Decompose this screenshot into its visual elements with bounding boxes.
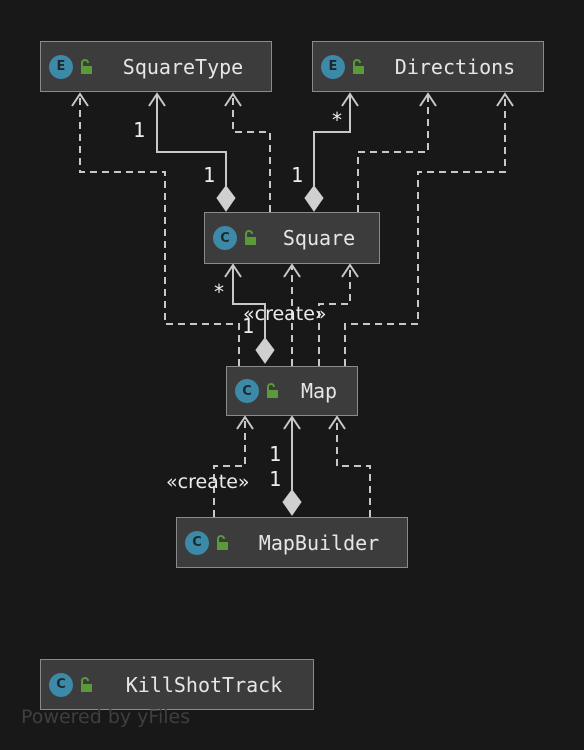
multiplicity-label: 1 [269,442,282,466]
edge-mapbuilder-map-dependency [336,417,371,517]
arrowhead [224,92,242,107]
class-badge-icon: C [213,226,237,250]
class-node-killshottrack[interactable]: C KillShotTrack [40,659,314,710]
class-node-squaretype[interactable]: E SquareType [40,41,272,92]
arrowhead [283,263,301,278]
edge-map-squaretype [79,94,240,366]
edge-map-directions [344,94,506,366]
composition-diamond [255,337,275,364]
multiplicity-label: 1 [291,163,304,187]
arrowhead [224,263,242,278]
public-visibility-icon [81,676,92,692]
edge-square-squaretype [232,94,271,212]
multiplicity-label: * [213,280,226,304]
edge-square-directions-composition [313,94,351,186]
arrowhead [236,415,254,430]
multiplicity-label: 1 [242,314,255,338]
arrowhead [419,92,437,107]
edge-square-directions [357,94,429,212]
composition-diamond [304,185,324,212]
class-name: KillShotTrack [125,672,283,697]
class-name: SquareType [122,54,244,79]
enum-badge-icon: E [49,54,73,79]
composition-diamond [282,489,302,516]
edge-mapbuilder-map-create [213,417,246,517]
class-badge-icon: C [185,530,209,555]
class-name: Directions [394,54,516,79]
arrowhead [341,92,359,107]
class-badge-icon: C [235,379,259,403]
stereotype-label: «create» [166,471,250,493]
class-name: Map [300,379,338,403]
multiplicity-label: 1 [269,467,282,491]
public-visibility-icon [267,383,278,398]
class-node-map[interactable]: C Map [226,366,358,416]
arrowhead [71,92,89,107]
multiplicity-label: * [331,108,344,132]
footer-watermark: Powered by yFiles [21,706,191,728]
edge-map-square-dependency [318,265,351,366]
arrowhead [148,92,166,107]
multiplicity-label: 1 [203,163,216,187]
public-visibility-icon [217,534,228,550]
arrowhead [283,415,301,430]
multiplicity-label: 1 [133,118,146,142]
edge-square-squaretype-composition [156,94,227,186]
composition-diamond [216,185,236,212]
enum-badge-icon: E [321,54,345,79]
arrowhead [341,263,359,278]
edge-map-square-composition [232,265,266,338]
public-visibility-icon [81,58,92,74]
arrowhead [328,415,346,430]
class-name: MapBuilder [258,530,380,555]
public-visibility-icon [353,58,364,74]
class-node-mapbuilder[interactable]: C MapBuilder [176,517,408,568]
stereotype-label: «create» [243,303,327,325]
class-badge-icon: C [49,672,73,697]
public-visibility-icon [245,230,256,245]
class-node-directions[interactable]: E Directions [312,41,544,92]
arrowhead [496,92,514,107]
class-node-square[interactable]: C Square [204,212,380,264]
class-name: Square [282,226,356,250]
